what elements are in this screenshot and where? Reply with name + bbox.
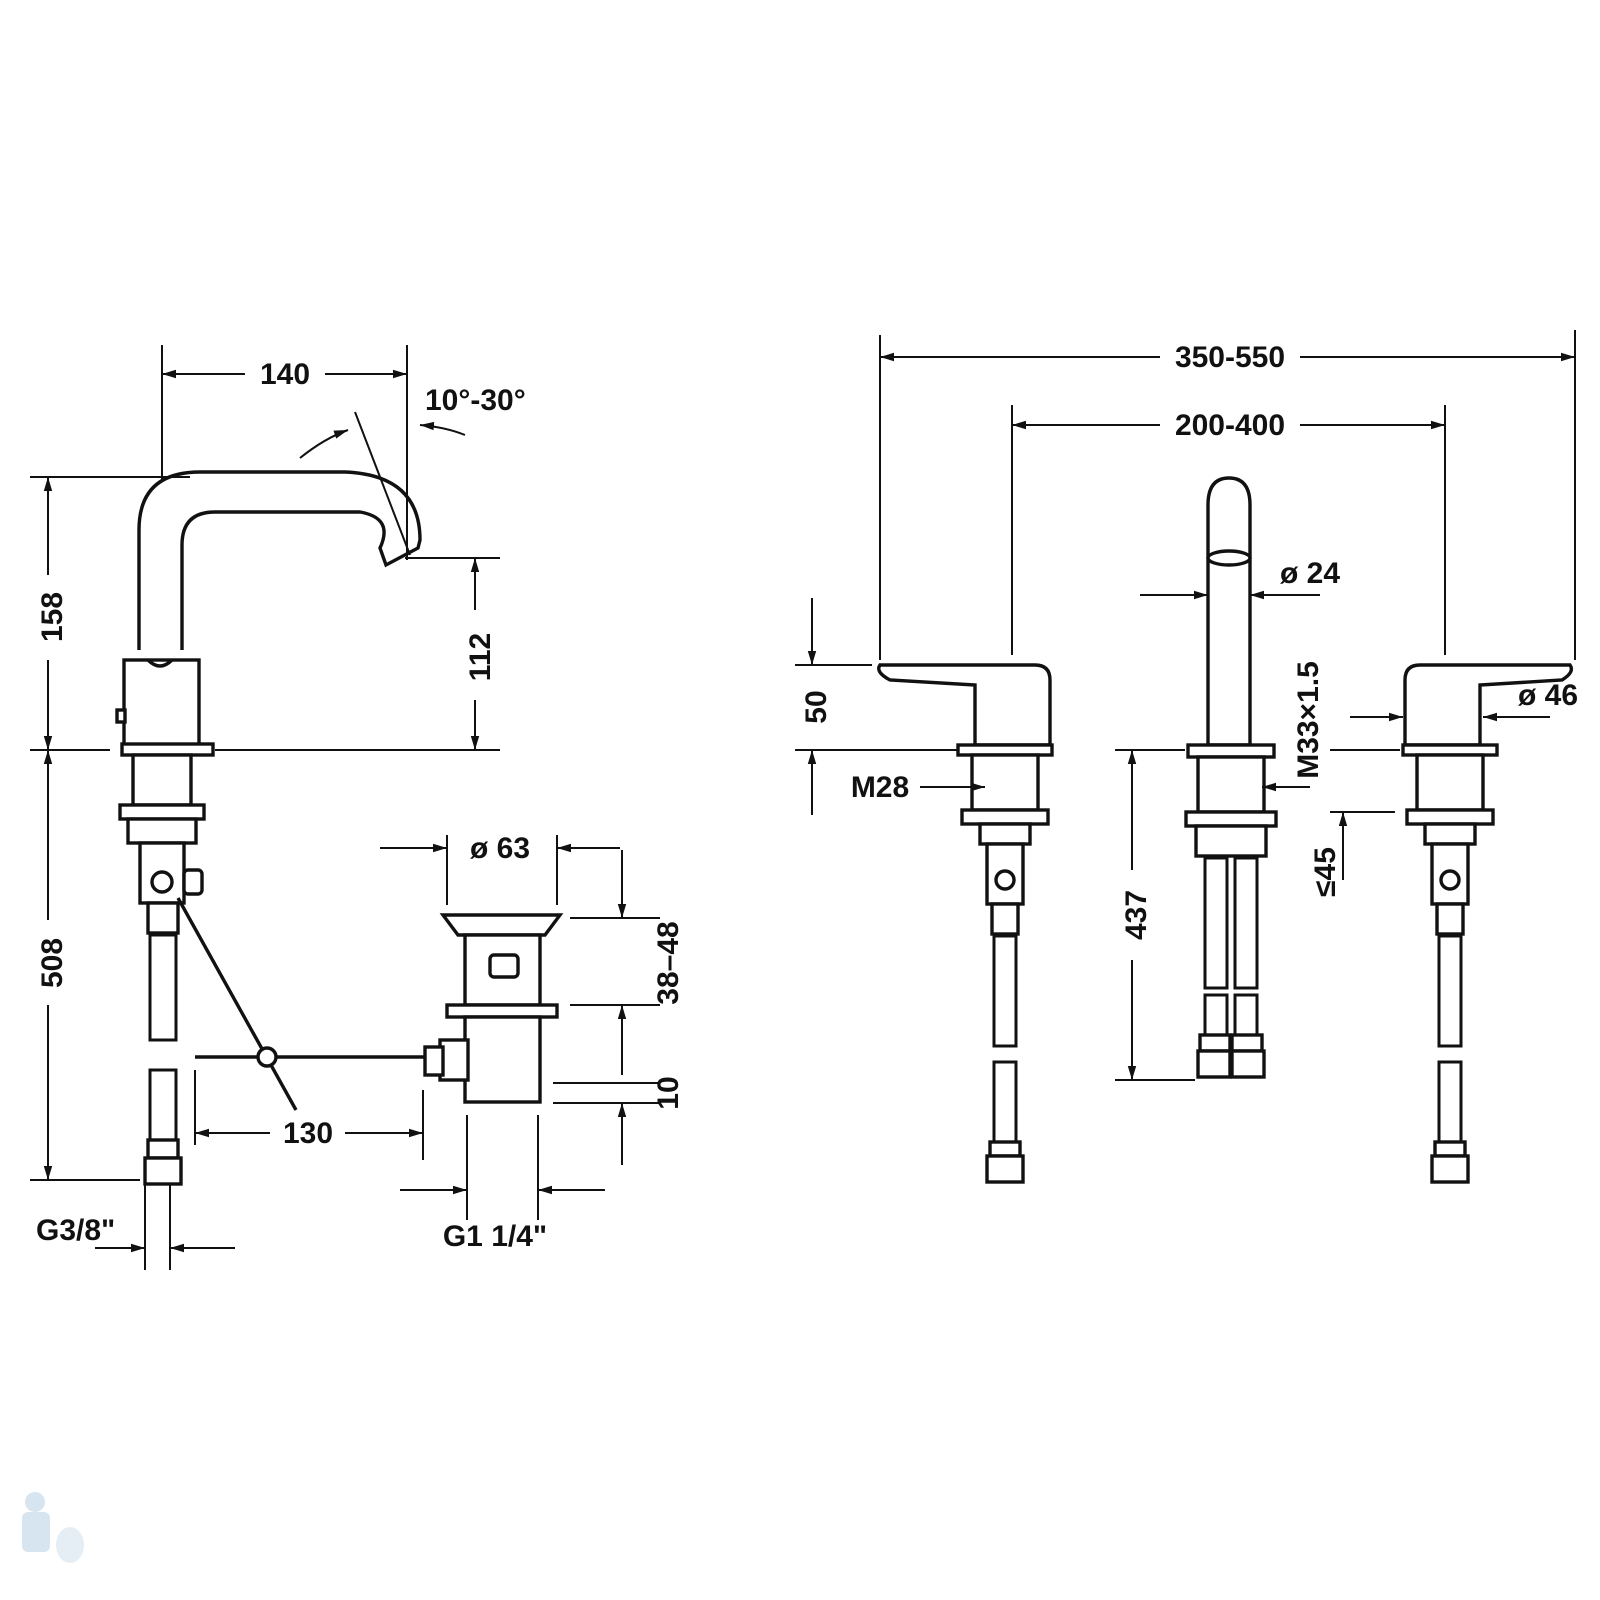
- spout-nut-lower: [1194, 824, 1268, 858]
- left-dimensions: 140 10°-30° 158 112 508 ø 63 38–48: [30, 345, 685, 1270]
- waste-window: [488, 953, 520, 979]
- spout-flange: [1186, 743, 1276, 759]
- nut: [118, 803, 206, 821]
- left-nut: [960, 808, 1050, 826]
- spout-shank: [1196, 755, 1266, 814]
- dim-swivel-angle: 10°-30°: [425, 384, 526, 417]
- left-hose-lower: [992, 1060, 1018, 1144]
- left-valve-port: [994, 869, 1016, 891]
- waste-fitting: [423, 913, 564, 1104]
- dim-spout-reach: 140: [260, 358, 310, 391]
- dim-handle-height: 50: [800, 690, 833, 723]
- dim-connection-left: G3/8": [36, 1214, 115, 1247]
- hose-fitting-bottom: [146, 1138, 180, 1160]
- dim-handle-thread: M28: [851, 771, 909, 804]
- right-shank: [1415, 753, 1485, 812]
- waste-body-upper: [463, 933, 542, 1007]
- waste-flange: [445, 1003, 559, 1019]
- spout-tube: [1206, 476, 1252, 747]
- left-handle: [877, 663, 1052, 747]
- dim-inner-spread: 200-400: [1175, 409, 1285, 442]
- right-dimensions: 350-550 200-400 ø 24 50 M28 437 M33×1.5 …: [795, 330, 1578, 1081]
- lever-stub: [115, 708, 127, 724]
- rod-pivot: [256, 1046, 278, 1068]
- left-hose-nut: [985, 1154, 1025, 1184]
- dim-handle-diameter: ø 46: [1518, 679, 1578, 712]
- shank: [131, 753, 193, 807]
- left-hose-end: [988, 1140, 1022, 1158]
- spout-outline: [137, 470, 422, 650]
- dim-hose-length-left: 508: [36, 938, 69, 988]
- dim-total-height: 158: [36, 592, 69, 642]
- corner-logo: [22, 1492, 84, 1563]
- hose-lower: [148, 1068, 178, 1142]
- waste-body-lower: [463, 1015, 542, 1104]
- side-view-mixer: [115, 470, 440, 1186]
- right-valve-port: [1439, 869, 1461, 891]
- dim-outer-spread: 350-550: [1175, 341, 1285, 374]
- dim-max-deck: ≤45: [1309, 847, 1342, 897]
- hose-fitting-top: [146, 901, 180, 935]
- right-nut: [1405, 808, 1495, 826]
- spout-hose-a-lower: [1203, 993, 1229, 1037]
- spout-hose-b-nut: [1230, 1049, 1266, 1079]
- mixer-body: [122, 658, 201, 747]
- dim-waste-thread: G1 1/4": [443, 1220, 547, 1253]
- spout-assembly: [1184, 476, 1278, 1079]
- left-shank: [970, 753, 1040, 812]
- nut-lower: [126, 817, 198, 845]
- right-hose-upper: [1437, 934, 1463, 1048]
- hose-nut: [143, 1156, 183, 1186]
- right-nut-lower: [1423, 822, 1477, 846]
- right-hose-end: [1433, 1140, 1467, 1158]
- left-nut-lower: [978, 822, 1032, 846]
- right-handle: [1403, 663, 1574, 747]
- spout-outlet: [1206, 549, 1252, 567]
- right-hose-nut: [1430, 1154, 1470, 1184]
- rod-clip: [182, 868, 204, 896]
- popup-rod: [176, 897, 298, 1111]
- left-hose-upper: [992, 934, 1018, 1048]
- valve-port: [150, 870, 174, 894]
- dim-hose-length-right: 437: [1120, 890, 1153, 940]
- spout-nut: [1184, 810, 1278, 828]
- right-hose-lower: [1437, 1060, 1463, 1144]
- spout-hose-b-upper: [1233, 856, 1259, 990]
- front-view: [877, 476, 1574, 1184]
- dim-waste-diameter: ø 63: [470, 832, 530, 865]
- dim-waste-lower: 10: [652, 1076, 685, 1109]
- right-valve: [1430, 842, 1470, 906]
- body-notch: [146, 658, 174, 668]
- waste-rod-nut: [423, 1045, 445, 1077]
- dim-spout-thread: M33×1.5: [1292, 661, 1325, 779]
- spout-hose-b-lower: [1233, 993, 1259, 1037]
- left-handle-assembly: [877, 663, 1054, 1184]
- right-handle-assembly: [1401, 663, 1574, 1184]
- right-hose-fitting: [1435, 902, 1465, 936]
- spout-hose-a-upper: [1203, 856, 1229, 990]
- dim-rod-length: 130: [283, 1117, 333, 1150]
- spout-hose-a-nut: [1196, 1049, 1232, 1079]
- left-hose-fitting: [990, 902, 1020, 936]
- spout-hose-b-end: [1230, 1033, 1264, 1053]
- hose-upper: [148, 933, 178, 1042]
- dim-outlet-height: 112: [464, 633, 497, 681]
- waste-plug-cap: [439, 913, 564, 937]
- dim-waste-range: 38–48: [652, 921, 685, 1004]
- spout-hose-a-end: [1198, 1033, 1232, 1053]
- dim-spout-diameter: ø 24: [1280, 557, 1340, 590]
